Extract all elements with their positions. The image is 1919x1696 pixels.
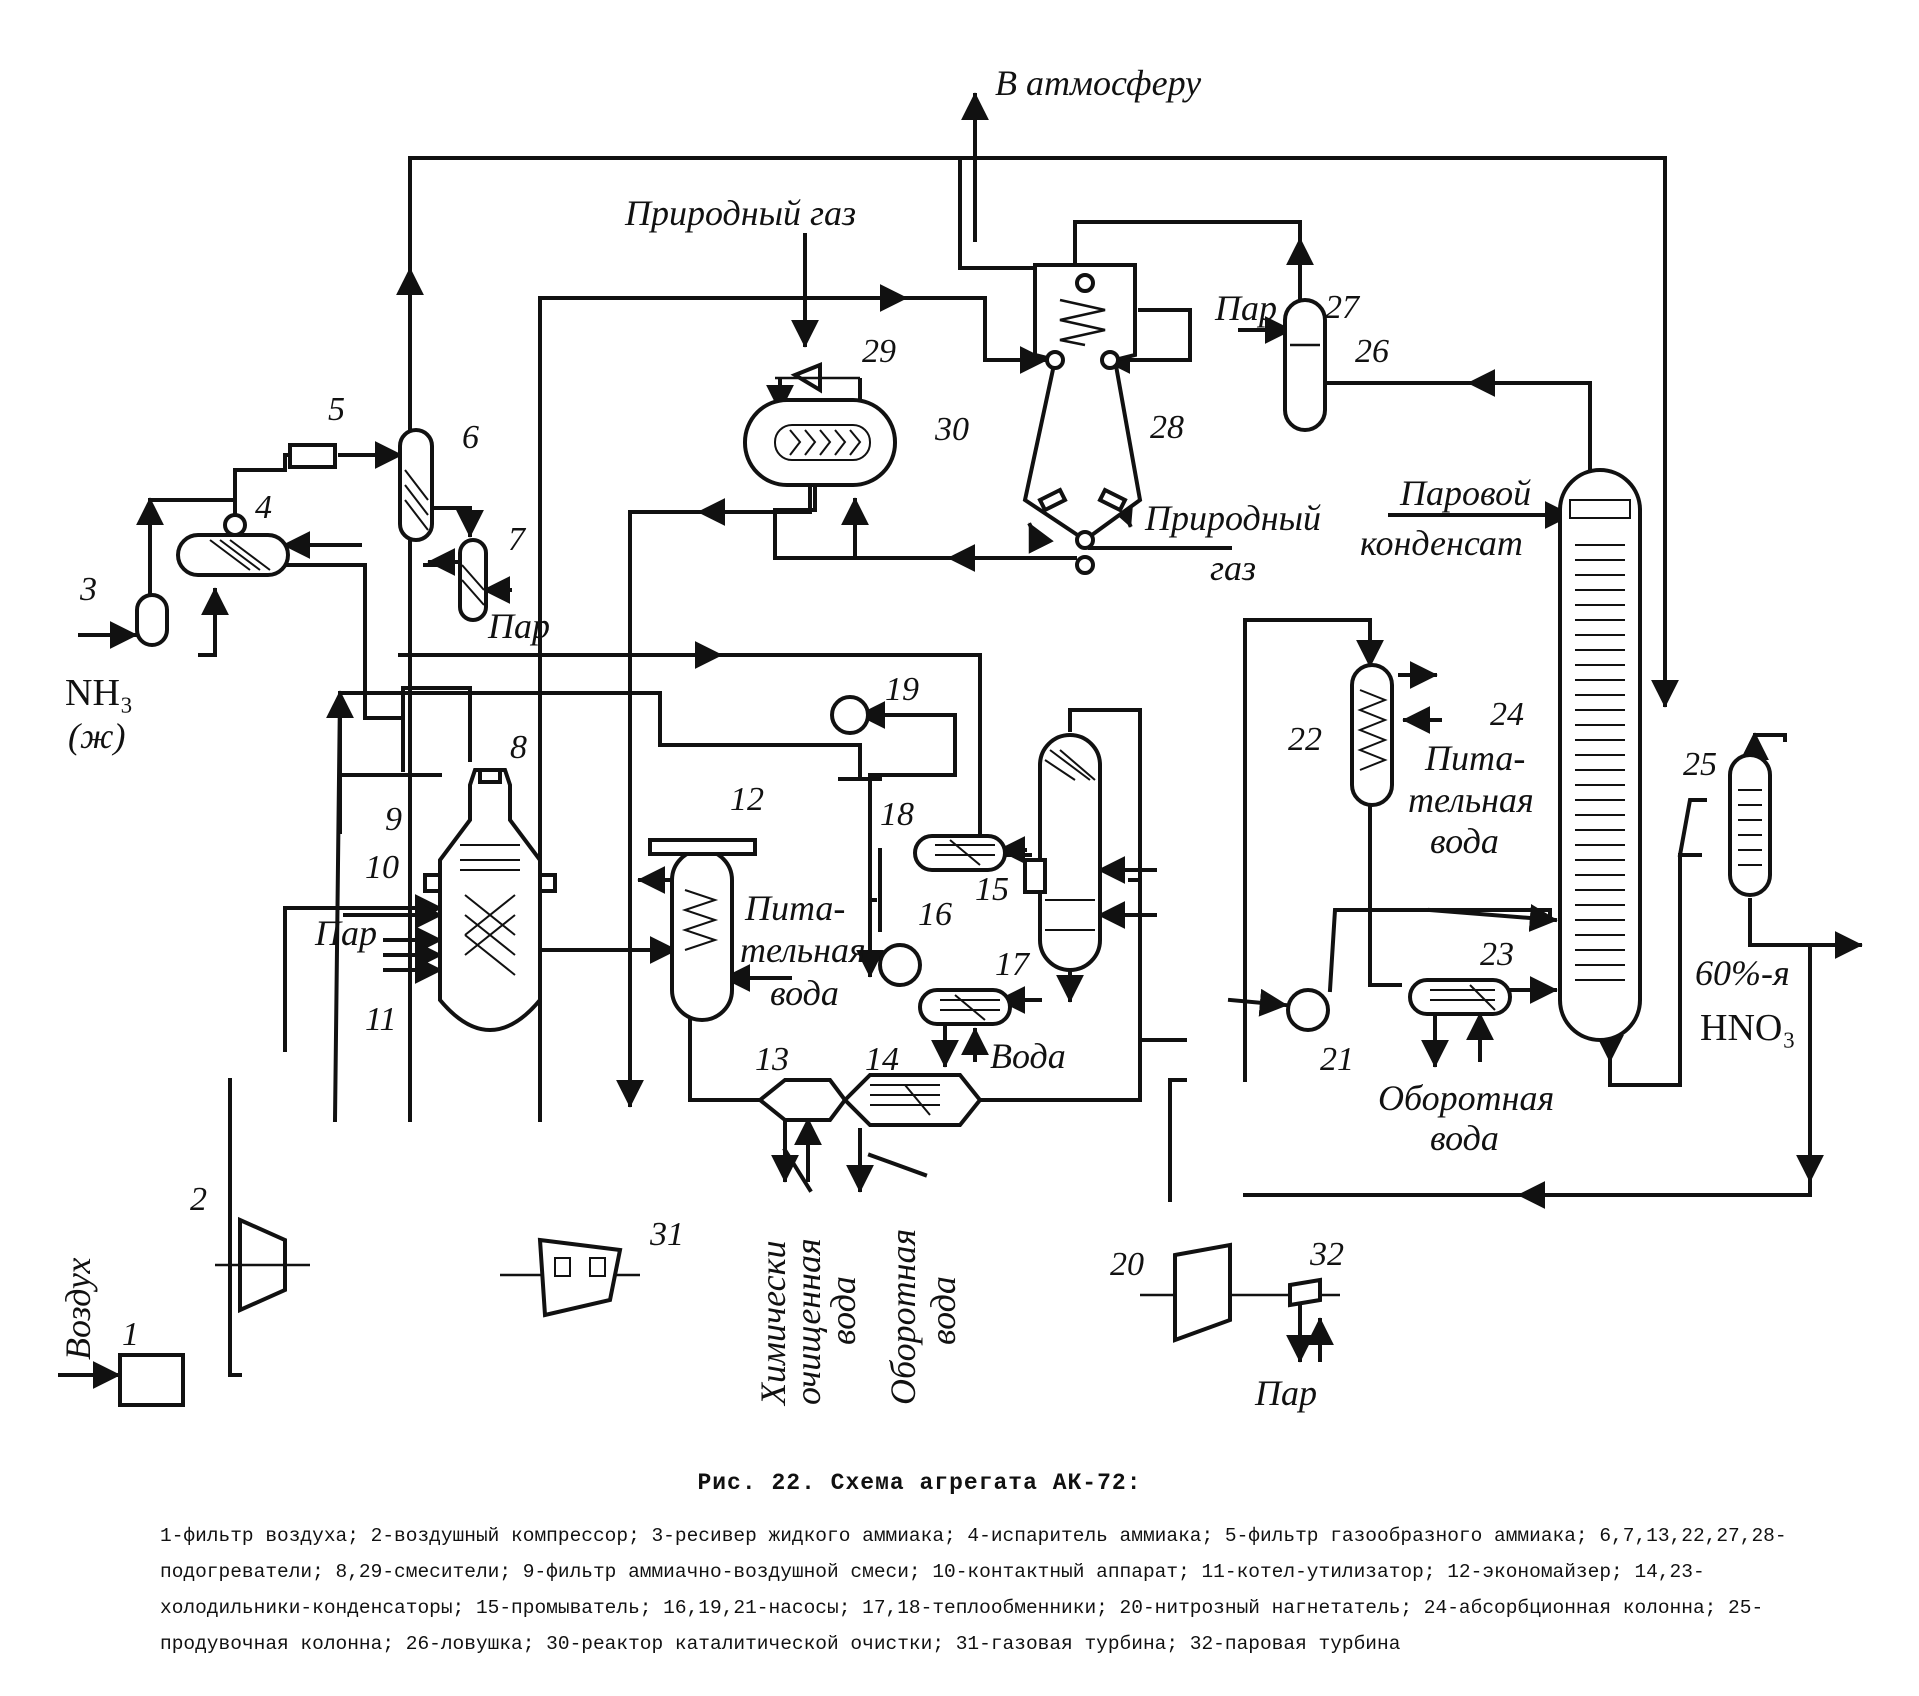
figure-caption: Рис. 22. Схема агрегата АК-72: 1-фильтр …	[0, 1470, 1919, 1662]
num-19: 19	[885, 671, 919, 708]
num-13: 13	[755, 1041, 789, 1078]
num-4: 4	[255, 489, 272, 526]
label-steam-32: Пар	[1254, 1373, 1317, 1413]
num-28: 28	[1150, 409, 1184, 446]
label-steam-7: Пар	[487, 606, 550, 646]
num-3: 3	[79, 571, 97, 608]
num-16: 16	[918, 896, 952, 933]
label-natural-gas-right-1: Природный	[1144, 498, 1321, 538]
num-25: 25	[1683, 746, 1717, 783]
num-9: 9	[385, 801, 402, 838]
num-23: 23	[1480, 936, 1514, 973]
equipment-12-economizer	[648, 838, 757, 1022]
equipment-16-pump	[878, 943, 922, 987]
num-11: 11	[365, 1001, 396, 1038]
equipment-31-gas-turbine	[537, 1237, 623, 1318]
label-chem-water-2: очищенная	[788, 1238, 828, 1405]
equipment-24-absorption-column	[1558, 468, 1642, 1042]
num-31: 31	[649, 1216, 684, 1253]
equipment-28-heater	[1022, 263, 1143, 575]
equipment-5-ammonia-gas-filter	[288, 443, 337, 469]
label-water-17: Вода	[990, 1036, 1066, 1076]
num-22: 22	[1288, 721, 1322, 758]
num-18: 18	[880, 796, 914, 833]
equipment-25-purge-column	[1728, 753, 1772, 897]
equipment-17-heat-exchanger	[918, 988, 1012, 1026]
equipment-20-nitrous-blower	[1173, 1242, 1232, 1343]
equipment-8-mixer-10-contact-11-boiler	[423, 768, 557, 1032]
num-30: 30	[934, 411, 969, 448]
label-nh3-liquid: (ж)	[68, 716, 125, 756]
label-acid-1: 60%-я	[1695, 953, 1790, 993]
label-atmosphere: В атмосферу	[995, 63, 1201, 103]
equipment-7-heater	[458, 538, 488, 622]
num-26: 26	[1355, 333, 1389, 370]
label-chem-water-1: Химически	[753, 1241, 793, 1407]
label-feed-water-12-1: Пита-	[744, 888, 845, 928]
num-24: 24	[1490, 696, 1524, 733]
equipment-21-pump	[1286, 988, 1330, 1032]
label-feed-water-22-3: вода	[1430, 821, 1499, 861]
equipment-19-pump	[830, 695, 870, 735]
num-14: 14	[865, 1041, 899, 1078]
equipment-1-air-filter	[118, 1353, 185, 1407]
figure-title: Рис. 22. Схема агрегата АК-72:	[697, 1470, 1142, 1496]
label-circ-water-14-1: Оборотная	[883, 1229, 923, 1405]
pipelines	[58, 92, 1863, 1389]
num-15: 15	[975, 871, 1009, 908]
equipment-29-mixer	[775, 362, 860, 394]
label-steam-condensate-1: Паровой	[1399, 473, 1531, 513]
label-natural-gas-right-2: газ	[1210, 548, 1256, 588]
label-air: Воздух	[58, 1258, 98, 1360]
equipment-32-steam-turbine	[1288, 1277, 1322, 1308]
label-steam-11: Пар	[314, 913, 377, 953]
label-nh3: NH₃	[65, 672, 133, 714]
num-27: 27	[1325, 289, 1361, 326]
num-20: 20	[1110, 1246, 1144, 1283]
equipment-6-heater	[398, 428, 434, 542]
equipment-13-14-heater-cooler	[756, 1073, 983, 1127]
label-natural-gas-top: Природный газ	[624, 193, 856, 233]
label-feed-water-22-2: тельная	[1408, 780, 1534, 820]
process-flow-diagram: В атмосферу Природный газ Природный газ …	[58, 63, 1863, 1413]
num-8: 8	[510, 729, 527, 766]
label-acid-2: HNO₃	[1700, 1007, 1796, 1049]
label-circ-water-23-2: вода	[1430, 1118, 1499, 1158]
equipment-26-27-trap-heater	[1283, 298, 1327, 432]
label-steam-27: Пар	[1214, 288, 1277, 328]
label-feed-water-12-3: вода	[770, 973, 839, 1013]
num-32: 32	[1309, 1236, 1344, 1273]
equipment-2-air-compressor	[215, 1216, 310, 1314]
num-7: 7	[508, 521, 527, 558]
equipment-4-ammonia-evaporator	[176, 513, 290, 577]
num-17: 17	[995, 946, 1031, 983]
equipment-18-heat-exchanger	[913, 834, 1007, 872]
label-chem-water-3: вода	[823, 1276, 863, 1345]
label-feed-water-22-1: Пита-	[1424, 738, 1525, 778]
equipment-15-washer	[1023, 733, 1102, 972]
equipment-22-heater	[1350, 663, 1394, 807]
num-5: 5	[328, 391, 345, 428]
equipment-30-catalytic-reactor	[743, 398, 897, 487]
figure-legend: 1-фильтр воздуха; 2-воздушный компрессор…	[160, 1525, 1787, 1655]
num-2: 2	[190, 1181, 207, 1218]
equipment-23-cooler	[1408, 978, 1512, 1016]
label-steam-condensate-2: конденсат	[1360, 523, 1523, 563]
num-10: 10	[365, 849, 399, 886]
num-21: 21	[1320, 1041, 1354, 1078]
num-6: 6	[462, 419, 479, 456]
equipment-3-ammonia-receiver	[135, 593, 169, 647]
num-12: 12	[730, 781, 764, 818]
label-circ-water-23-1: Оборотная	[1378, 1078, 1554, 1118]
label-feed-water-12-2: тельная	[740, 930, 866, 970]
label-circ-water-14-2: вода	[923, 1276, 963, 1345]
num-1: 1	[122, 1316, 139, 1353]
num-29: 29	[862, 333, 896, 370]
